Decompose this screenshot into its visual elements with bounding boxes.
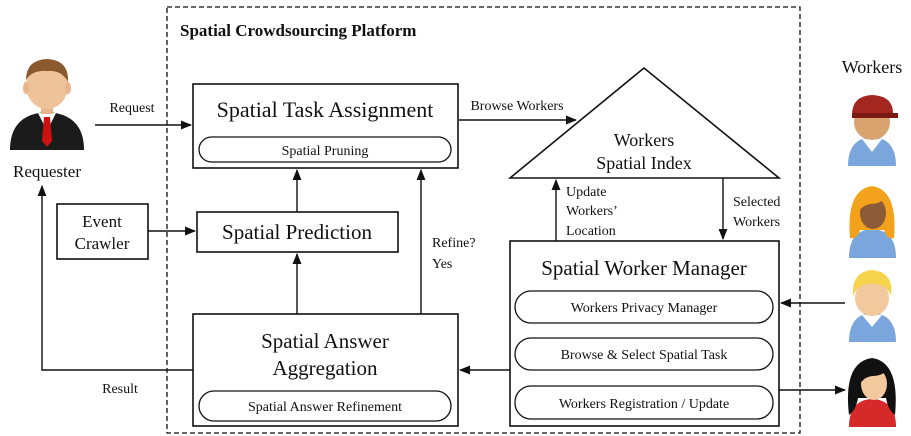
- worker-cap-icon: [848, 95, 898, 166]
- result-label: Result: [102, 382, 138, 397]
- browse-workers-label: Browse Workers: [470, 99, 563, 114]
- spatial-pruning-pill: [198, 136, 452, 163]
- event-crawler-line2: Crawler: [75, 234, 130, 253]
- event-crawler-box: [56, 203, 149, 260]
- spatial-task-assignment-title: Spatial Task Assignment: [217, 97, 434, 122]
- spatial-answer-aggregation-line2: Aggregation: [273, 356, 378, 380]
- browse-select-spatial-task-label: Browse & Select Spatial Task: [561, 348, 728, 363]
- workers-spatial-index-line1: Workers: [614, 130, 675, 150]
- worker-long-hair-icon: [849, 186, 896, 258]
- spatial-answer-aggregation-line1: Spatial Answer: [261, 329, 389, 353]
- spatial-answer-refinement-pill: [198, 390, 452, 422]
- update-location-line1: Update: [566, 185, 606, 200]
- selected-workers-line1: Selected: [733, 195, 780, 210]
- refine-label-line1: Refine?: [432, 236, 476, 251]
- workers-label: Workers: [842, 57, 903, 77]
- update-location-line2: Workers’: [566, 204, 618, 219]
- result-arrow: [37, 184, 193, 371]
- platform-title: Spatial Crowdsourcing Platform: [180, 21, 416, 40]
- request-label: Request: [109, 101, 154, 116]
- workers-registration-update-label: Workers Registration / Update: [559, 397, 729, 412]
- refine-label-line2: Yes: [432, 257, 452, 272]
- platform-boundary: [166, 6, 801, 434]
- workers-registration-update-pill: [514, 385, 774, 420]
- event-crawler-line1: Event: [82, 212, 122, 231]
- workers-spatial-index-line2: Spatial Index: [596, 153, 691, 173]
- workers-privacy-manager-pill: [514, 290, 774, 324]
- workers-privacy-manager-label: Workers Privacy Manager: [571, 301, 718, 316]
- worker-blonde-icon: [849, 270, 896, 342]
- spatial-pruning-label: Spatial Pruning: [282, 144, 369, 159]
- requester-person-icon: [10, 59, 84, 150]
- spatial-worker-manager-title: Spatial Worker Manager: [541, 256, 747, 280]
- worker-black-hair-icon: [847, 358, 896, 427]
- spatial-answer-refinement-label: Spatial Answer Refinement: [248, 400, 402, 415]
- browse-select-spatial-task-pill: [514, 337, 774, 371]
- requester-label: Requester: [13, 162, 81, 181]
- selected-workers-line2: Workers: [733, 215, 780, 230]
- spatial-prediction-title: Spatial Prediction: [222, 220, 372, 244]
- update-location-line3: Location: [566, 224, 616, 239]
